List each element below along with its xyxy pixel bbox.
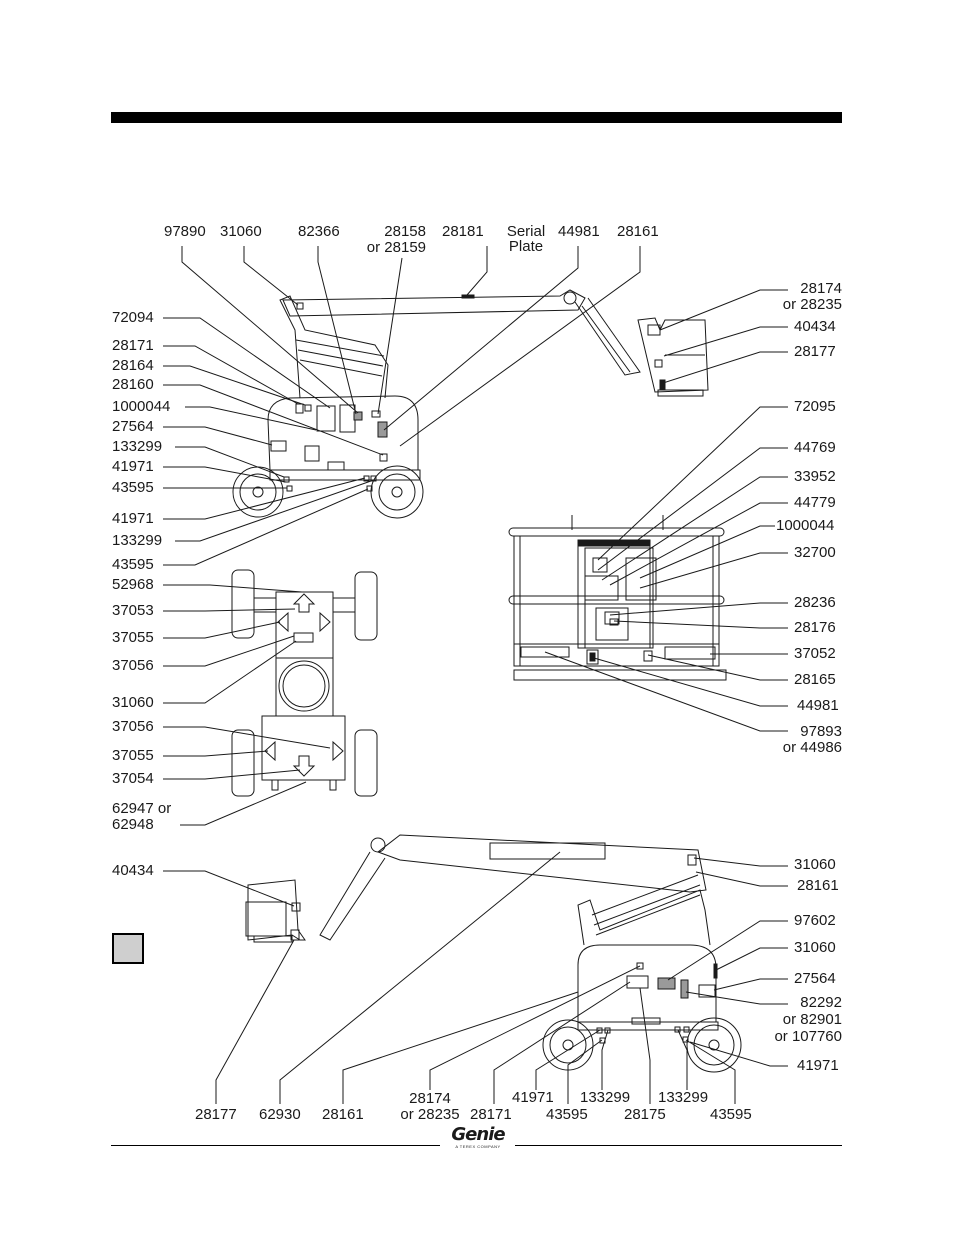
label-28181: 28181: [442, 223, 484, 240]
label-28161: 28161: [322, 1106, 364, 1123]
label-107760: or 107760: [774, 1028, 842, 1045]
label-82901: or 82901: [782, 1011, 842, 1028]
decal-color-legend-swatch: [112, 933, 144, 964]
header-rule: [111, 112, 842, 123]
label-43595: 43595: [710, 1106, 752, 1123]
logo-wordmark: Genie: [451, 1124, 505, 1145]
label-28174: 28174: [800, 280, 842, 297]
label-52968: 52968: [112, 576, 154, 593]
label-97893: 97893: [800, 723, 842, 740]
machine-side-view-top: [232, 289, 709, 519]
label-133299: 133299: [580, 1089, 631, 1106]
label-133299: 133299: [112, 438, 163, 455]
footer-rule-right: [515, 1145, 842, 1146]
leader-lines: [163, 246, 788, 1104]
label-28174: 28174: [409, 1090, 451, 1107]
label-37056: 37056: [112, 718, 154, 735]
label-37054: 37054: [112, 770, 154, 787]
genie-logo: Genie A TEREX COMPANY: [446, 1124, 510, 1150]
label-41971: 41971: [112, 458, 154, 475]
label-41971: 41971: [797, 1057, 839, 1074]
label-82366: 82366: [298, 223, 340, 240]
label-31060: 31060: [220, 223, 262, 240]
label-28164: 28164: [112, 357, 154, 374]
label-28161: 28161: [797, 877, 839, 894]
label-28235: or 28235: [400, 1106, 460, 1123]
label-37055: 37055: [112, 629, 154, 646]
label-28171: 28171: [112, 337, 154, 354]
label-37055: 37055: [112, 747, 154, 764]
label-serial-plate: Plate: [508, 238, 544, 255]
label-72095: 72095: [794, 398, 836, 415]
label-28165: 28165: [794, 671, 836, 688]
label-62947: 62947 or: [112, 800, 172, 817]
label-28160: 28160: [112, 376, 154, 393]
label-serial: Serial: [506, 223, 546, 240]
label-37052: 37052: [794, 645, 836, 662]
logo-subtext: A TEREX COMPANY: [455, 1144, 501, 1149]
label-33952: 33952: [794, 468, 836, 485]
label-44986: or 44986: [782, 739, 842, 756]
label-44779: 44779: [794, 494, 836, 511]
label-62930: 62930: [259, 1106, 301, 1123]
label-31060: 31060: [794, 939, 836, 956]
label-32700: 32700: [794, 544, 836, 561]
label-37053: 37053: [112, 602, 154, 619]
label-28161: 28161: [617, 223, 659, 240]
label-72094: 72094: [112, 309, 154, 326]
label-31060: 31060: [112, 694, 154, 711]
footer-rule-left: [111, 1145, 440, 1146]
label-40434: 40434: [112, 862, 154, 879]
label-44981: 44981: [797, 697, 839, 714]
label-44769: 44769: [794, 439, 836, 456]
label-28236: 28236: [794, 594, 836, 611]
label-28177: 28177: [195, 1106, 237, 1123]
label-41971: 41971: [112, 510, 154, 527]
label-1000044: 1000044: [112, 398, 171, 415]
machine-top-view: [231, 569, 378, 797]
label-31060: 31060: [794, 856, 836, 873]
label-37056: 37056: [112, 657, 154, 674]
label-133299: 133299: [658, 1089, 709, 1106]
label-27564: 27564: [794, 970, 836, 987]
label-28159: or 28159: [366, 239, 426, 256]
label-44981: 44981: [558, 223, 600, 240]
label-28171: 28171: [470, 1106, 512, 1123]
label-28175: 28175: [624, 1106, 666, 1123]
label-43595: 43595: [112, 556, 154, 573]
label-97602: 97602: [794, 912, 836, 929]
label-28176: 28176: [794, 619, 836, 636]
label-40434: 40434: [794, 318, 836, 335]
label-133299: 133299: [112, 532, 163, 549]
machine-side-view-bottom: [245, 834, 742, 1073]
label-28235: or 28235: [782, 296, 842, 313]
label-28158: 28158: [384, 223, 426, 240]
label-27564: 27564: [112, 418, 154, 435]
label-28177: 28177: [794, 343, 836, 360]
label-97890: 97890: [164, 223, 206, 240]
label-82292: 82292: [800, 994, 842, 1011]
label-1000044: 1000044: [776, 517, 835, 534]
label-43595: 43595: [112, 479, 154, 496]
label-43595: 43595: [546, 1106, 588, 1123]
label-62948: 62948: [112, 816, 154, 833]
label-41971: 41971: [512, 1089, 554, 1106]
